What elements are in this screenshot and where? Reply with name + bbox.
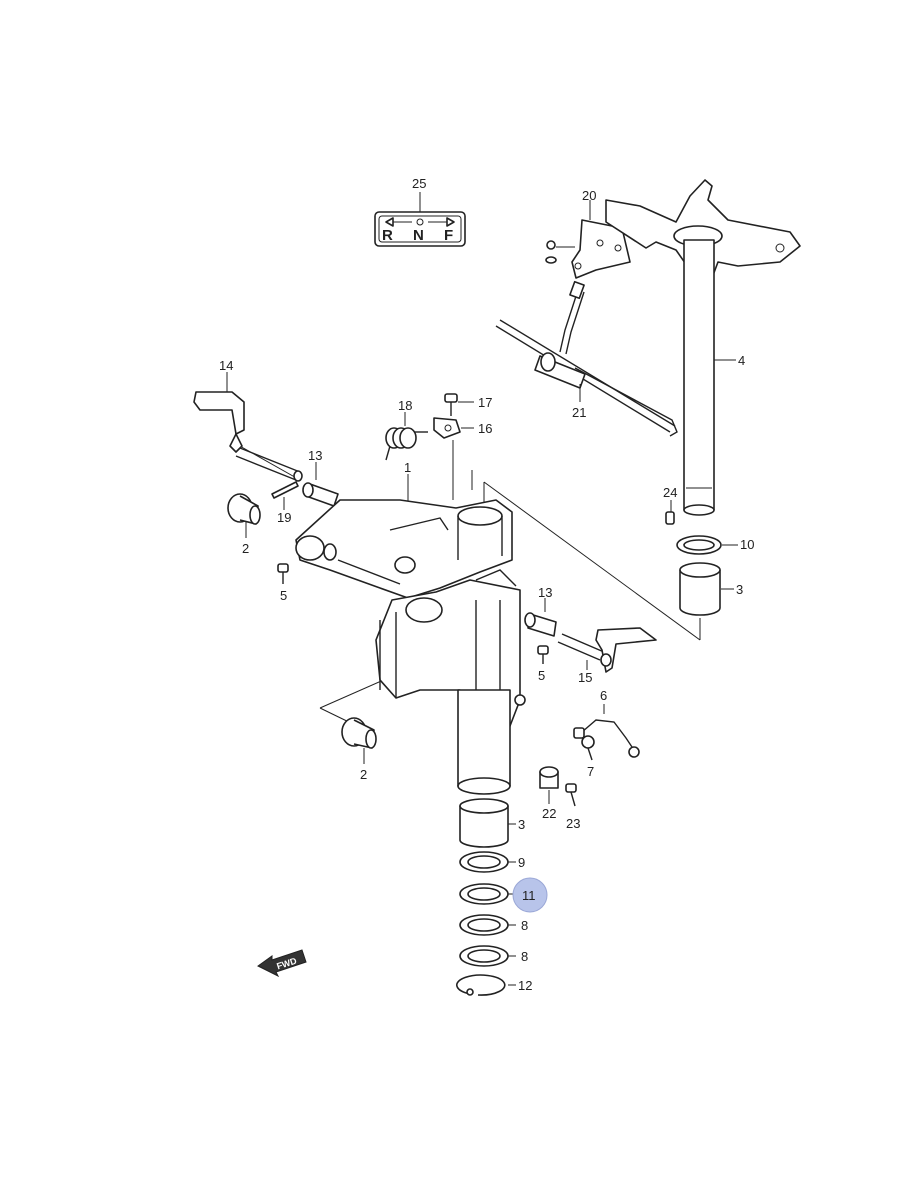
bolt-23 (565, 783, 577, 807)
bushing-3-lower (459, 798, 516, 848)
callout-7: 7 (587, 764, 594, 779)
callout-9: 9 (518, 855, 525, 870)
callout-11: 11 (522, 888, 536, 903)
callout-25: 25 (412, 176, 426, 191)
callout-10: 10 (740, 537, 754, 552)
key-24 (665, 500, 675, 525)
callout-2b: 2 (360, 767, 367, 782)
bushing-13-right (524, 598, 557, 637)
shift-label-r: R (382, 227, 393, 244)
callout-4: 4 (738, 353, 745, 368)
callout-13a: 13 (308, 448, 322, 463)
callout-19: 19 (277, 510, 291, 525)
callout-17: 17 (478, 395, 492, 410)
clip-16 (433, 417, 474, 439)
callout-labels: 25 20 4 21 14 18 17 16 13 1 24 19 10 2 3… (219, 176, 754, 993)
callout-3a: 3 (736, 582, 743, 597)
bolt-17 (444, 393, 474, 416)
spring-18 (385, 412, 428, 461)
washer-8-upper (459, 914, 516, 936)
washer-8-lower (459, 945, 516, 967)
steering-shaft-4 (605, 179, 801, 516)
callout-8a: 8 (521, 918, 528, 933)
shift-indicator-plate: R N F (374, 192, 466, 247)
bracket-20 (545, 200, 631, 279)
ground-lead-6 (573, 704, 640, 758)
fwd-arrow-icon: FWD (257, 949, 307, 978)
callout-22: 22 (542, 806, 556, 821)
bolt-7 (581, 735, 595, 761)
callout-21: 21 (572, 405, 586, 420)
callout-2a: 2 (242, 541, 249, 556)
callout-23: 23 (566, 816, 580, 831)
callout-12: 12 (518, 978, 532, 993)
washer-11 (459, 883, 516, 905)
callout-6: 6 (600, 688, 607, 703)
bolt-5-right (537, 645, 549, 664)
callout-16: 16 (478, 421, 492, 436)
callout-18: 18 (398, 398, 412, 413)
bushing-3-upper (679, 562, 734, 616)
shift-label-f: F (444, 227, 453, 244)
callout-highlight (512, 877, 548, 913)
shift-label-n: N (413, 227, 424, 244)
callout-20: 20 (582, 188, 596, 203)
bushing-2-lower (341, 717, 377, 764)
bushing-13-left (302, 462, 339, 507)
callout-15: 15 (578, 670, 592, 685)
washer-10 (676, 535, 738, 555)
pin-19 (271, 481, 299, 510)
lever-15 (557, 627, 657, 673)
callout-3b: 3 (518, 817, 525, 832)
callout-1: 1 (404, 460, 411, 475)
callout-13b: 13 (538, 585, 552, 600)
bolt-5-left (277, 563, 289, 584)
callout-5b: 5 (538, 668, 545, 683)
callout-5a: 5 (280, 588, 287, 603)
lever-14 (193, 372, 303, 482)
washer-9 (459, 851, 516, 873)
bushing-2-upper (227, 493, 261, 538)
callout-24: 24 (663, 485, 677, 500)
callout-14: 14 (219, 358, 233, 373)
callout-8b: 8 (521, 949, 528, 964)
shift-rod-21 (495, 280, 678, 437)
spacer-22 (539, 766, 559, 804)
swivel-bracket-1 (295, 470, 526, 795)
circlip-12 (456, 974, 516, 996)
